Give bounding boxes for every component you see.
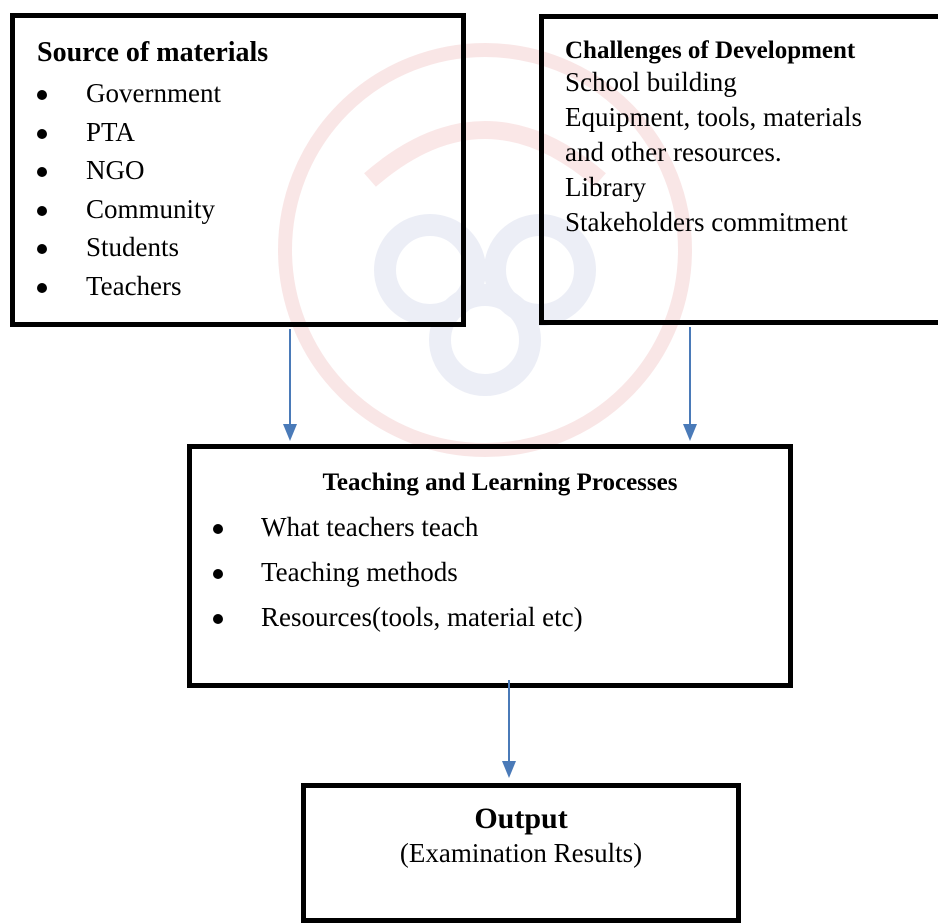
bullet-icon (37, 244, 47, 254)
list-item: Students (32, 228, 221, 267)
list-item: Teaching methods (207, 550, 583, 595)
list-item: Community (32, 190, 221, 229)
bullet-icon (37, 90, 47, 100)
list-item: What teachers teach (207, 505, 583, 550)
connector-arrows (283, 327, 697, 778)
output-title: Output (474, 802, 568, 835)
bullet-icon (37, 205, 47, 216)
process-list: What teachers teach Teaching methods Res… (207, 505, 583, 640)
bullet-icon (37, 167, 47, 177)
challenge-line: Library (565, 172, 646, 202)
source-list: Government PTA NGO Community Students Te… (32, 74, 221, 305)
list-item: PTA (32, 113, 221, 152)
arrowhead-icon (502, 761, 516, 778)
list-item: Resources(tools, material etc) (207, 595, 583, 640)
bullet-icon (37, 128, 47, 139)
arrowhead-icon (683, 424, 697, 441)
source-of-materials-box: Source of materials Government PTA NGO C… (10, 13, 466, 327)
bullet-icon (213, 524, 223, 534)
arrowhead-icon (283, 424, 297, 441)
list-item: NGO (32, 151, 221, 190)
list-item: Government (32, 74, 221, 113)
challenges-title: Challenges of Development (565, 37, 856, 64)
watermark-emblem (278, 43, 692, 457)
bullet-icon (213, 569, 223, 579)
challenge-line: and other resources. (565, 137, 782, 167)
challenges-of-development-box: Challenges of Development School buildin… (539, 14, 938, 325)
source-of-materials-title: Source of materials (37, 37, 269, 68)
process-title: Teaching and Learning Processes (322, 469, 678, 496)
bullet-icon (37, 282, 47, 293)
challenges-list: School building Equipment, tools, materi… (565, 65, 862, 240)
challenge-line: Stakeholders commitment (565, 207, 848, 237)
challenge-line: Equipment, tools, materials (565, 102, 862, 132)
bullet-icon (213, 614, 223, 624)
output-subtitle: (Examination Results) (399, 838, 643, 868)
teaching-learning-processes-box: Teaching and Learning Processes What tea… (187, 444, 793, 688)
challenge-line: School building (565, 67, 737, 97)
list-item: Teachers (32, 267, 221, 306)
